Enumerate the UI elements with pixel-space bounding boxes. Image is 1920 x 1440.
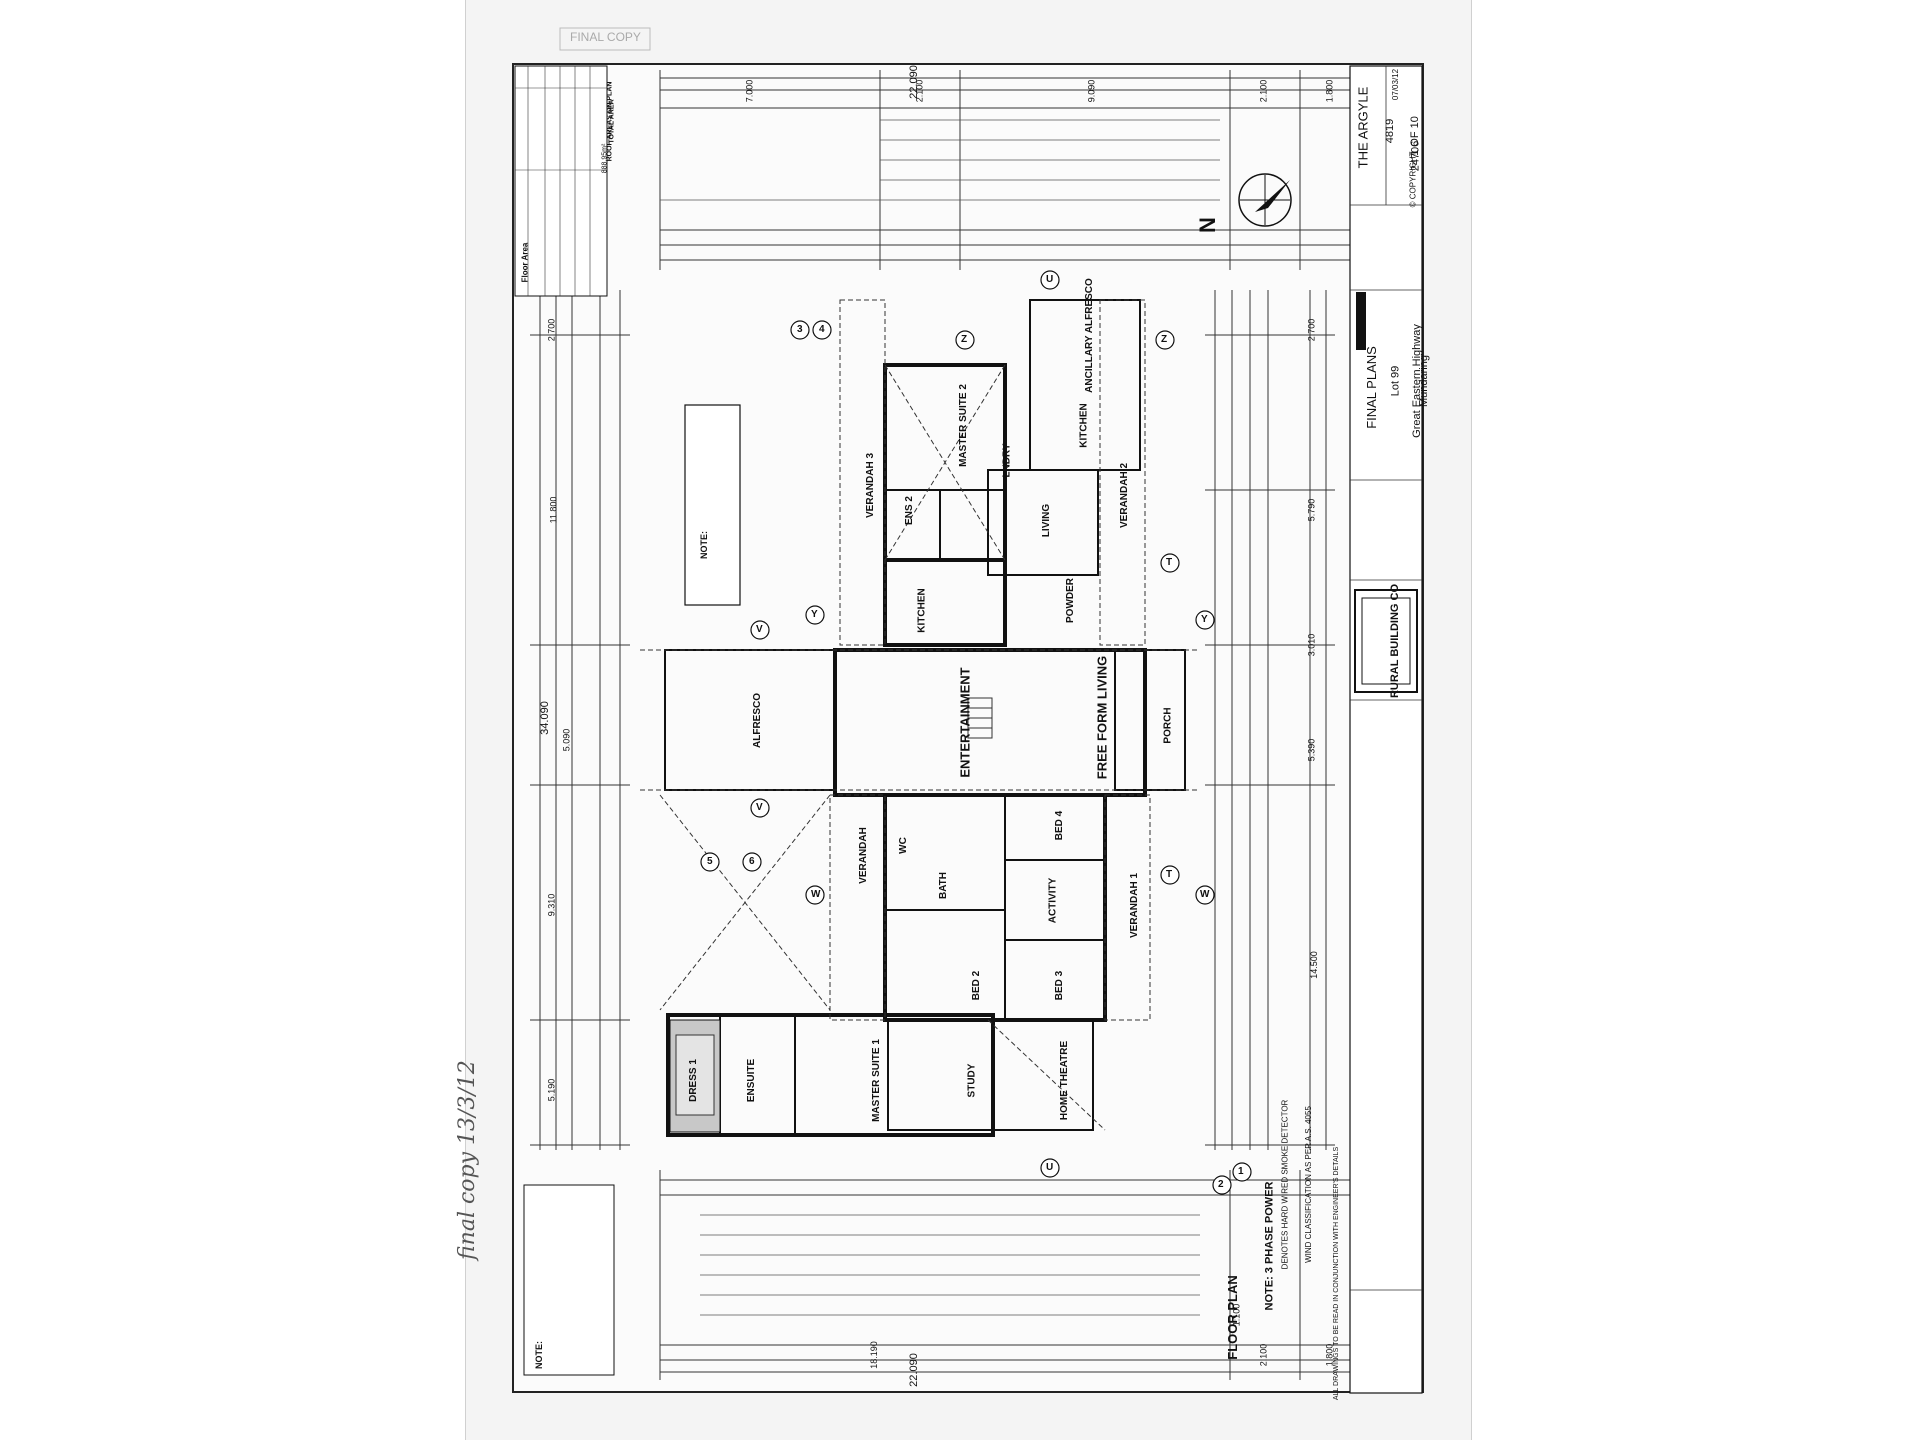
room-dress-1: DRESS 1 [687,1059,699,1102]
engineer-note: ALL DRAWINGS TO BE READ IN CONJUNCTION W… [1333,1146,1341,1401]
dim-overall-length: 34.090 [538,701,551,735]
dim-left-3: 5.090 [561,728,572,752]
grid-marker-y-right: Y [1201,614,1208,625]
room-porch: PORCH [1162,707,1174,744]
room-home-theatre: HOME THEATRE [1059,1040,1071,1121]
grid-marker-v-top: V [756,624,763,635]
dim-left-4: 9.310 [546,893,557,917]
dim-right-1: 2.700 [1306,318,1317,342]
grid-marker-w-left: W [811,889,821,900]
handwritten-note: final copy 13/3/12 [455,1060,480,1260]
dim-bottom-1: 18.190 [868,1341,879,1369]
room-verandah-2: VERANDAH 2 [1119,462,1131,529]
grid-marker-y-left: Y [811,609,818,620]
grid-marker-z-left: Z [961,334,968,345]
room-living: LIVING [1041,503,1053,538]
address-line-2: Mundaring [1417,355,1430,407]
project-name: THE ARGYLE [1355,86,1371,169]
room-master-suite-2: MASTER SUITE 2 [957,384,969,467]
room-verandah-3: VERANDAH 3 [865,452,877,519]
room-bed-4: BED 4 [1054,810,1066,841]
room-study: STUDY [966,1063,978,1098]
dim-top-4: 2.100 [1258,79,1269,103]
dim-top-1: 7.000 [744,79,755,103]
room-bath: BATH [938,871,950,900]
dim-top-5: 1.800 [1324,79,1335,103]
company-logo: RURAL BUILDING CO [1389,583,1402,699]
dim-right-3: 3.010 [1306,633,1317,657]
room-verandah-1: VERANDAH 1 [1129,872,1141,939]
header-stamp: FINAL COPY [570,30,641,44]
grid-marker-2: 2 [1218,1179,1224,1190]
dim-left-2: 11.800 [548,496,559,524]
wind-classification-note: WIND CLASSIFICATION AS PER A.S. 4055 [1303,1106,1313,1263]
grid-marker-5: 5 [707,856,713,867]
room-activity: ACTIVITY [1047,877,1059,924]
dim-bottom-2: 2.100 [1258,1343,1269,1367]
drawing-date: 07/03/12 [1391,68,1401,101]
dim-top-3: 9.090 [1086,79,1097,103]
room-lndry: LNDRY [1001,443,1013,478]
notes-title: NOTE: [699,531,709,559]
room-wc: WC [897,837,909,854]
grid-marker-t-bottom: T [1166,869,1173,880]
lot-label: Lot 99 [1389,365,1402,397]
grid-marker-t-top: T [1166,557,1173,568]
room-verandah-w: VERANDAH [857,827,869,884]
dim-left-1: 2.700 [546,318,557,342]
grid-marker-w-right: W [1200,889,1210,900]
model-number: 4819 [1384,118,1397,144]
room-ancillary-alfresco: ANCILLARY ALFRESCO [1083,278,1095,393]
total-area-label: TOTAL AREA [608,99,616,144]
note-3-phase: NOTE: 3 PHASE POWER [1263,1181,1276,1311]
floor-plan-scale: 1:100 [1231,1303,1242,1327]
dim-right-2: 5.790 [1306,498,1317,522]
room-ancillary-kitchen: KITCHEN [1078,403,1090,448]
dim-left-5: 5.190 [546,1078,557,1102]
dim-top-2: 2.100 [914,79,925,103]
room-alfresco: ALFRESCO [752,693,763,748]
floor-area-title: Floor Area [520,242,530,283]
room-master-suite-1: MASTER SUITE 1 [870,1039,882,1122]
room-kitchen: KITCHEN [916,588,928,633]
total-area-value: 888.95m² [601,143,609,174]
notes-title-bottom: NOTE: [534,1341,544,1369]
room-bed-2: BED 2 [971,970,983,1001]
dim-right-5: 14.500 [1308,951,1319,979]
room-entertainment: ENTERTAINMENT [957,667,973,778]
grid-marker-3: 3 [797,324,803,335]
grid-marker-6: 6 [749,856,755,867]
room-ensuite-1: ENSUITE [746,1058,758,1103]
room-free-form-living: FREE FORM LIVING [1094,655,1110,780]
grid-marker-1: 1 [1238,1166,1244,1177]
grid-marker-u-top: U [1046,274,1054,285]
dim-right-4: 5.390 [1306,738,1317,762]
grid-marker-u-bottom: U [1046,1162,1054,1173]
grid-marker-4: 4 [819,324,825,335]
job-number: 24706 [1409,140,1422,172]
room-powder: POWDER [1065,578,1076,623]
room-ens-2: ENS 2 [903,496,915,525]
room-bed-3: BED 3 [1054,970,1066,1001]
grid-marker-v-bottom: V [756,802,763,813]
north-label: N [1194,217,1220,233]
stage-label: FINAL PLANS [1363,346,1379,429]
dim-overall-bottom: 22.090 [907,1353,920,1387]
grid-marker-z-right: Z [1161,334,1168,345]
smoke-detector-note: DENOTES HARD WIRED SMOKE DETECTOR [1280,1099,1290,1270]
